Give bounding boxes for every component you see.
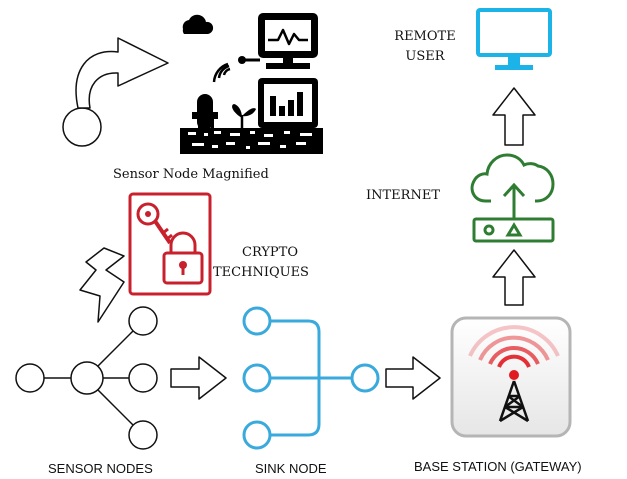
crypto-label-line2: TECHNIQUES <box>213 265 309 280</box>
cloud-router-icon <box>470 153 555 243</box>
sink-node-label: SINK NODE <box>255 461 327 476</box>
monitor-icon <box>476 8 552 70</box>
sensor-node-magnified-label: Sensor Node Magnified <box>113 167 269 182</box>
arrow-right-icon <box>385 356 441 400</box>
base-station-label: BASE STATION (GATEWAY) <box>414 459 582 474</box>
arrow-up-icon <box>492 87 536 146</box>
remote-label-line2: USER <box>405 49 445 64</box>
sink-node-icon <box>242 306 380 450</box>
crypto-label-line1: CRYPTO <box>242 245 298 260</box>
remote-label-line1: REMOTE <box>394 29 456 44</box>
arrow-right-icon <box>170 356 227 400</box>
arrow-up-icon <box>492 249 536 306</box>
sensor-nodes-network <box>15 306 158 450</box>
magnified-node-circle <box>62 107 102 147</box>
curved-arrow-icon <box>75 37 169 109</box>
sensor-station-icon <box>180 13 323 154</box>
radio-tower-icon <box>450 316 572 438</box>
key-lock-icon <box>128 192 212 296</box>
lightning-bolt-icon <box>79 247 125 323</box>
internet-label: INTERNET <box>366 188 440 203</box>
sensor-nodes-label: SENSOR NODES <box>48 461 153 476</box>
